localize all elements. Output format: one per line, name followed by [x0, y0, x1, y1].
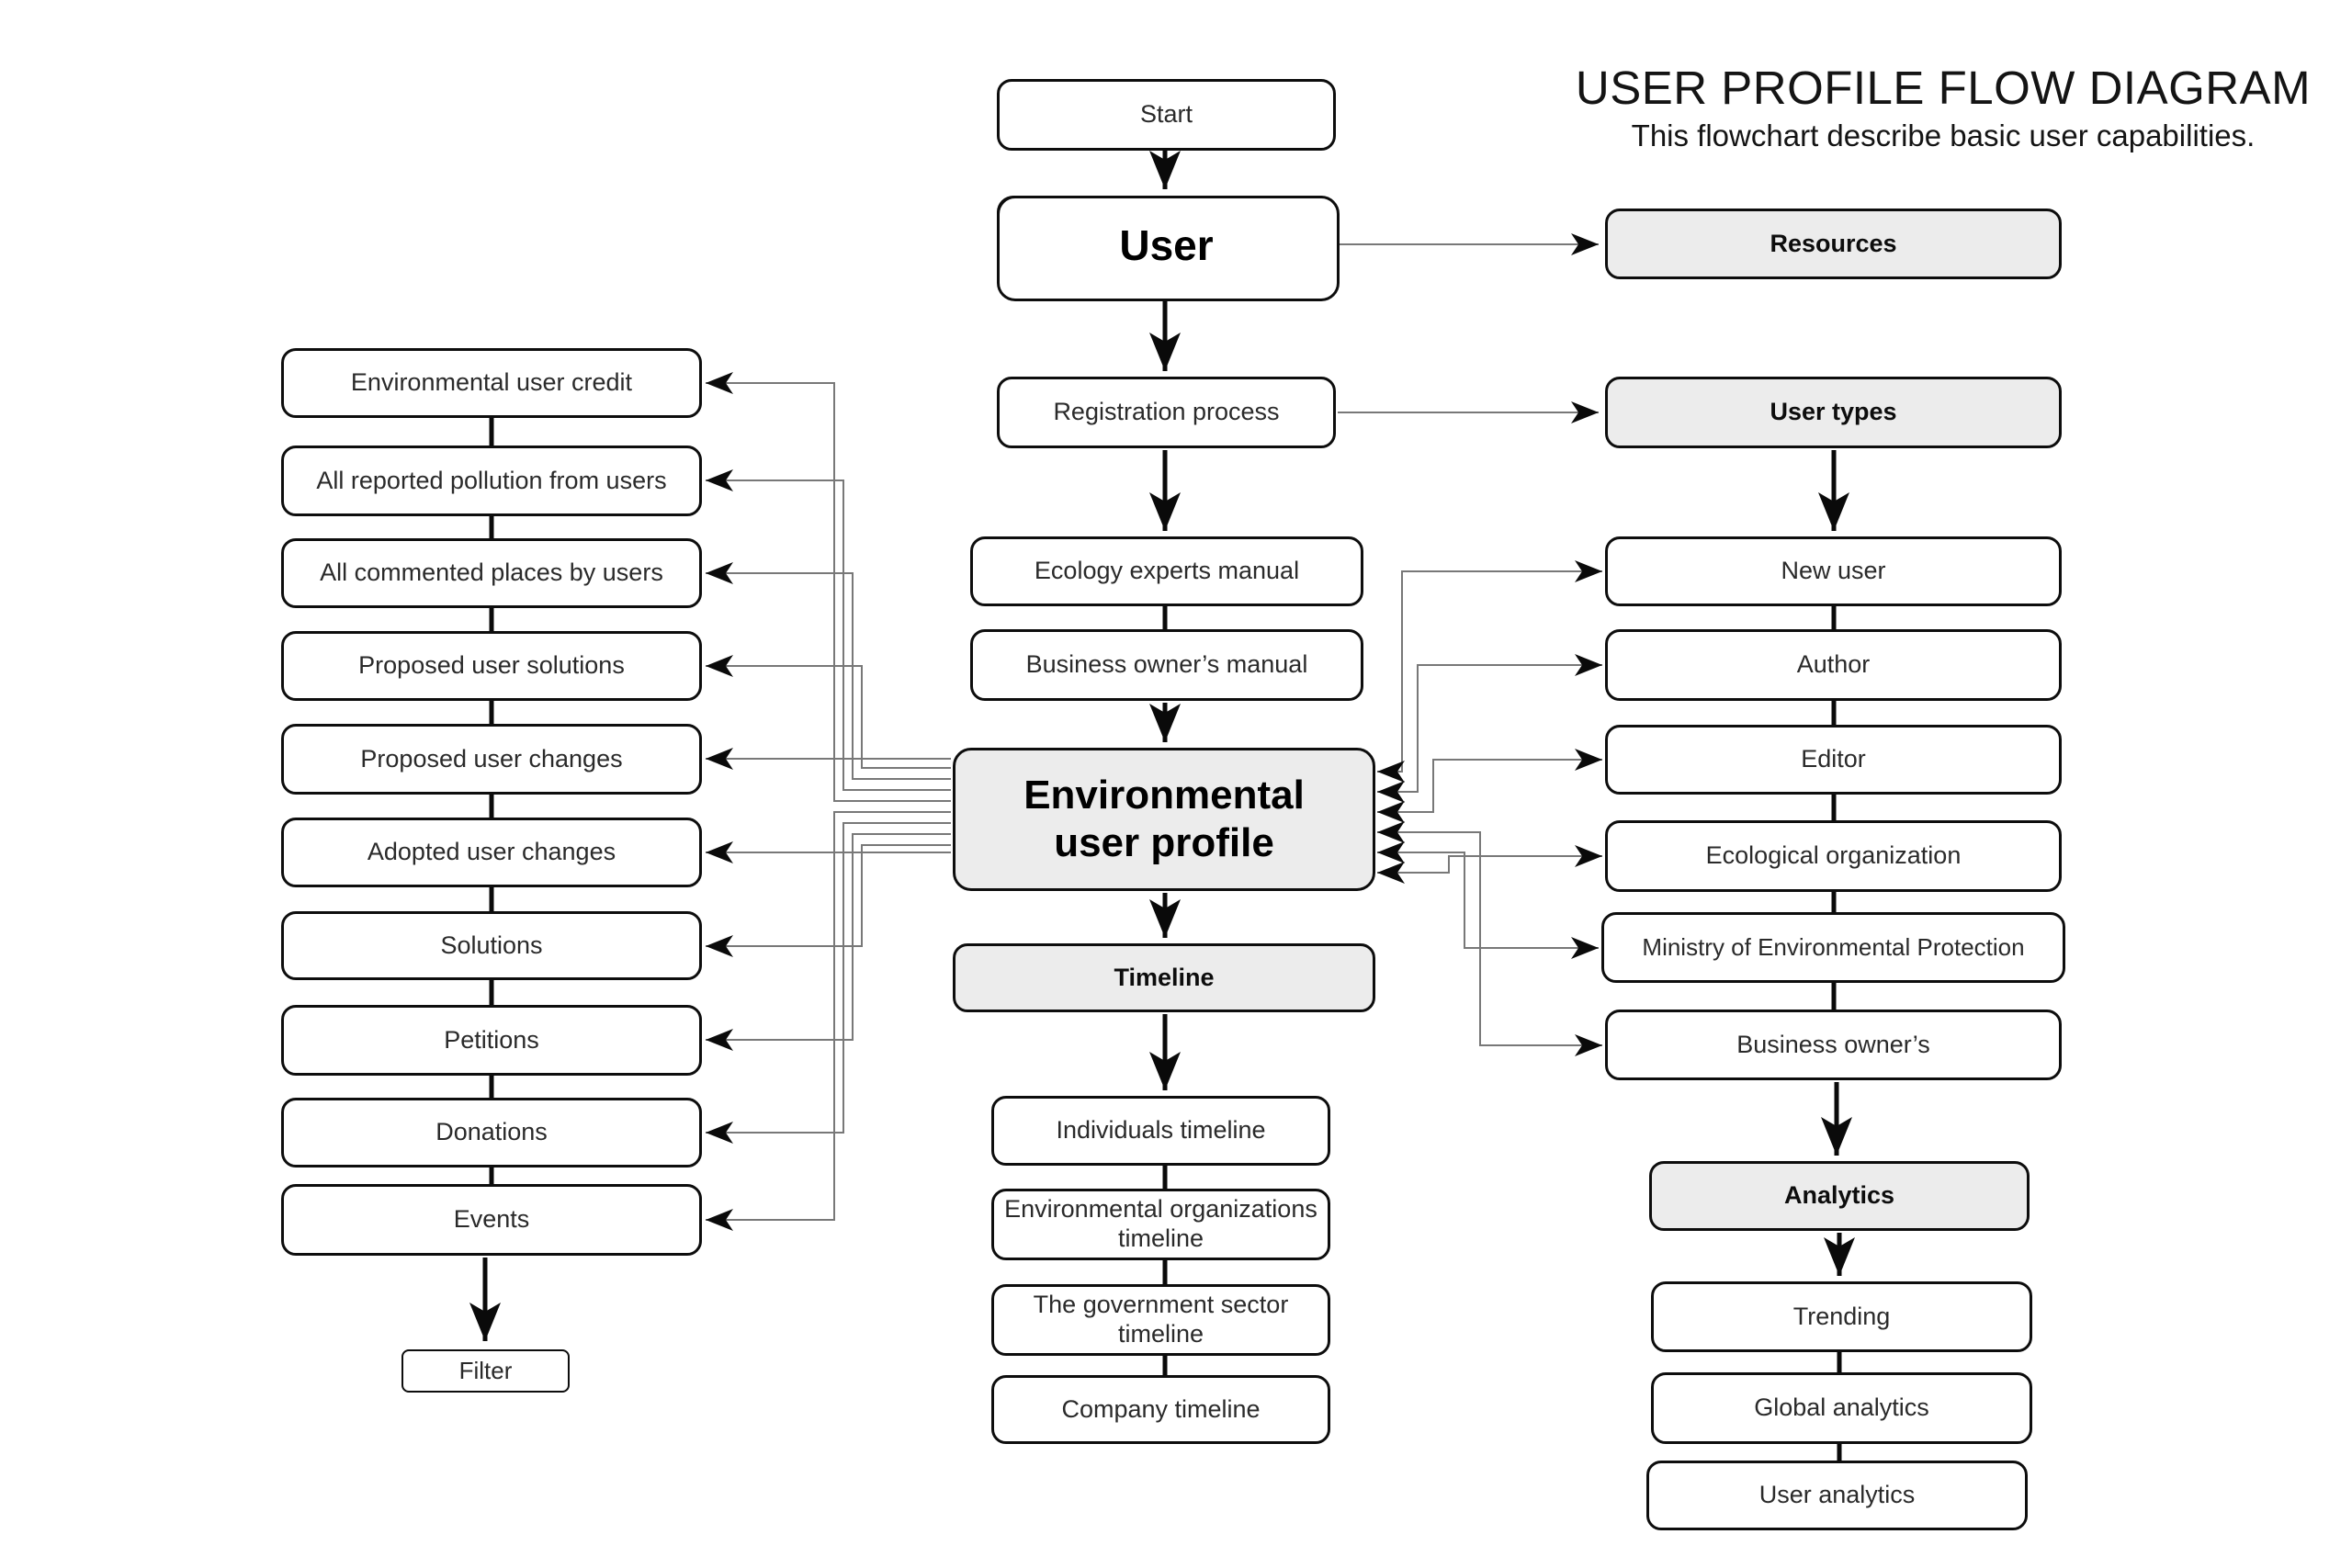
node-new-user: New user [1605, 536, 2062, 606]
edge-profile-commented [706, 562, 951, 780]
edge-profile-petitions [706, 833, 951, 1051]
node-ministry-environmental-protection: Ministry of Environmental Protection [1601, 912, 2065, 983]
node-adopted-user-changes: Adopted user changes [281, 818, 702, 887]
node-proposed-user-solutions: Proposed user solutions [281, 631, 702, 701]
edge-profile-ecological [1377, 845, 1602, 884]
node-organizations-timeline: Environmental organizations timeline [991, 1189, 1330, 1260]
edge-profile-author [1377, 654, 1602, 803]
edge-profile-solutions-proposed [706, 655, 951, 769]
edge-profile-reported [706, 469, 951, 791]
edge-profile-editor [1377, 749, 1602, 823]
node-company-timeline: Company timeline [991, 1375, 1330, 1444]
edge-profile-donations [706, 822, 951, 1144]
node-registration-process: Registration process [997, 377, 1336, 448]
title-block: USER PROFILE FLOW DIAGRAM This flowchart… [1562, 61, 2324, 153]
node-analytics: Analytics [1649, 1161, 2030, 1231]
node-events: Events [281, 1184, 702, 1256]
node-trending: Trending [1651, 1281, 2032, 1352]
edge-profile-credit [706, 372, 951, 802]
node-user-analytics: User analytics [1646, 1461, 2028, 1530]
node-business-owners: Business owner’s [1605, 1010, 2062, 1080]
node-author: Author [1605, 629, 2062, 701]
node-timeline: Timeline [953, 943, 1375, 1012]
page-title: USER PROFILE FLOW DIAGRAM [1575, 62, 2312, 114]
node-resources: Resources [1605, 209, 2062, 279]
node-editor: Editor [1605, 725, 2062, 795]
edge-profile-events [706, 811, 951, 1231]
node-global-analytics: Global analytics [1651, 1372, 2032, 1444]
node-environmental-user-credit: Environmental user credit [281, 348, 702, 418]
node-donations: Donations [281, 1098, 702, 1168]
edge-profile-newuser [1377, 560, 1602, 783]
node-petitions: Petitions [281, 1005, 702, 1076]
edge-profile-ministry [1377, 841, 1599, 959]
node-commented-places: All commented places by users [281, 538, 702, 608]
page-subtitle: This flowchart describe basic user capab… [1631, 118, 2256, 152]
node-start: Start [997, 79, 1336, 151]
edge-profile-businessowner [1377, 821, 1602, 1056]
node-environmental-user-profile: Environmental user profile [953, 748, 1375, 891]
node-reported-pollution: All reported pollution from users [281, 446, 702, 516]
node-business-owners-manual: Business owner’s manual [970, 629, 1363, 701]
node-ecology-experts-manual: Ecology experts manual [970, 536, 1363, 606]
node-ecological-organization: Ecological organization [1605, 820, 2062, 892]
node-individuals-timeline: Individuals timeline [991, 1096, 1330, 1166]
node-filter: Filter [401, 1349, 570, 1393]
node-user-types: User types [1605, 377, 2062, 448]
node-user: User [997, 196, 1340, 301]
node-proposed-user-changes: Proposed user changes [281, 724, 702, 795]
node-government-sector-timeline: The government sector timeline [991, 1284, 1330, 1356]
edge-profile-solutions [706, 844, 951, 957]
node-solutions: Solutions [281, 911, 702, 980]
